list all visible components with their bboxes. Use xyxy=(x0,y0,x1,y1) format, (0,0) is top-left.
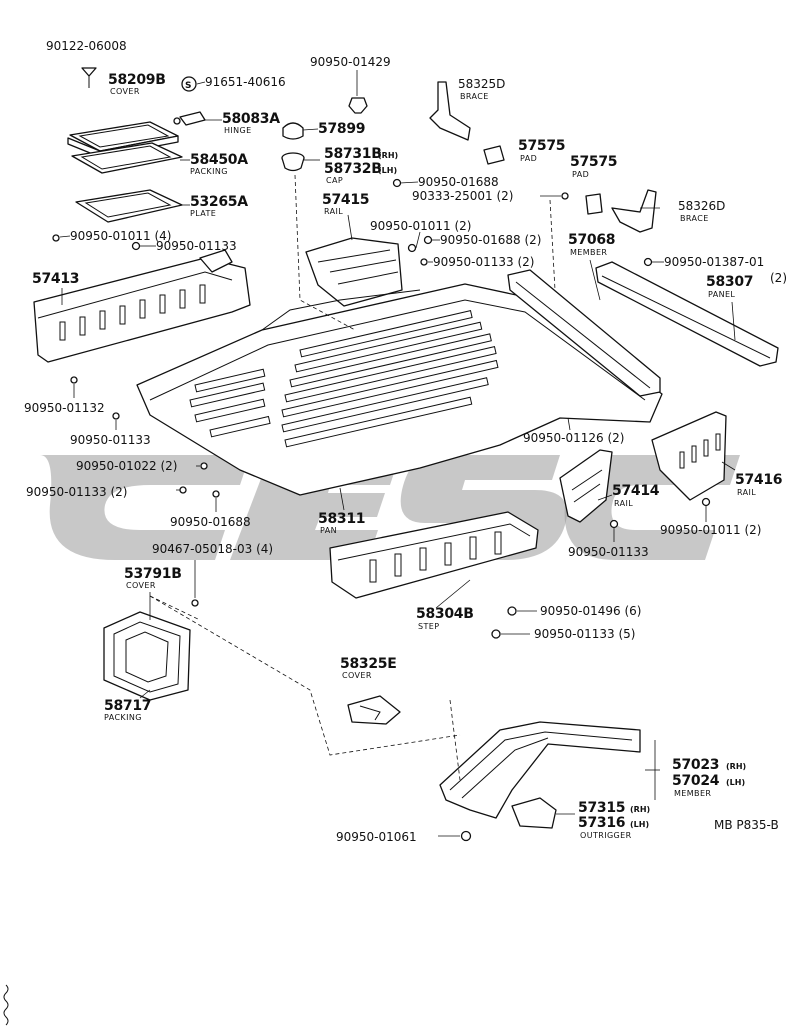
svg-text:S: S xyxy=(185,81,191,91)
label-57899: 57899 xyxy=(318,121,365,137)
label-57068: 57068 xyxy=(568,232,615,248)
label-57316: 57316 xyxy=(578,815,625,831)
label-58083A: 58083A xyxy=(222,111,280,127)
desc-58732B: CAP xyxy=(326,176,343,185)
suffix-58732B: (LH) xyxy=(378,166,397,175)
label-90950-01688-b: 90950-01688 xyxy=(170,515,251,529)
desc-57575-lower: PAD xyxy=(572,170,589,179)
label-58450A: 58450A xyxy=(190,152,248,168)
label-90950-01011-2b: 90950-01011 (2) xyxy=(660,523,762,537)
label-53791B: 53791B xyxy=(124,566,182,582)
desc-58083A: HINGE xyxy=(224,126,252,135)
label-57416: 57416 xyxy=(735,472,782,488)
desc-58311: PAN xyxy=(320,526,337,535)
desc-57416: RAIL xyxy=(737,488,756,497)
label-90950-01011-2: 90950-01011 (2) xyxy=(370,219,472,233)
label-57413: 57413 xyxy=(32,271,79,287)
label-57414: 57414 xyxy=(612,483,660,499)
label-90950-01133-a: 90950-01133 xyxy=(156,239,237,253)
label-90950-01133-2a: 90950-01133 (2) xyxy=(433,255,535,269)
suffix-57024: (LH) xyxy=(726,778,745,787)
desc-57024: MEMBER xyxy=(674,789,711,798)
label-58731B: 58731B xyxy=(324,146,382,162)
label-57024: 57024 xyxy=(672,773,720,789)
label-53265A: 53265A xyxy=(190,194,248,210)
desc-57415: RAIL xyxy=(324,207,343,216)
label-90950-01429: 90950-01429 xyxy=(310,55,391,69)
label-90950-01688-top: 90950-01688 xyxy=(418,175,499,189)
desc-58717: PACKING xyxy=(104,713,142,722)
label-58209B: 58209B xyxy=(108,72,166,88)
label-90950-01011-4: 90950-01011 (4) xyxy=(70,229,172,243)
label-57575-lower: 57575 xyxy=(570,154,617,170)
suffix-58731B: (RH) xyxy=(378,151,398,160)
suffix-57315: (RH) xyxy=(630,805,650,814)
label-90467-05018-03: 90467-05018-03 (4) xyxy=(152,542,273,556)
label-90950-01688-2: 90950-01688 (2) xyxy=(440,233,542,247)
desc-58326D: BRACE xyxy=(680,214,709,223)
label-90950-01133-2b: 90950-01133 (2) xyxy=(26,485,128,499)
label-57023: 57023 xyxy=(672,757,719,773)
label-58717: 58717 xyxy=(104,698,151,714)
label-58732B: 58732B xyxy=(324,161,382,177)
label-90333-25001: 90333-25001 (2) xyxy=(412,189,514,203)
desc-57575-upper: PAD xyxy=(520,154,537,163)
label-90950-01133-5: 90950-01133 (5) xyxy=(534,627,636,641)
label-58325D: 58325D xyxy=(458,77,505,91)
label-91651-40616: 91651-40616 xyxy=(205,75,286,89)
edge-mark xyxy=(3,984,9,1026)
leader-lines xyxy=(59,70,736,837)
suffix-57316: (LH) xyxy=(630,820,649,829)
suffix-57023: (RH) xyxy=(726,762,746,771)
label-90122-06008: 90122-06008 xyxy=(46,39,127,53)
desc-58450A: PACKING xyxy=(190,167,228,176)
desc-53265A: PLATE xyxy=(190,209,216,218)
label-58307: 58307 xyxy=(706,274,753,290)
label-90950-01133-b: 90950-01133 xyxy=(70,433,151,447)
desc-58325D: BRACE xyxy=(460,92,489,101)
label-90950-01126: 90950-01126 (2) xyxy=(523,431,625,445)
part-labels: 90122-06008 58209B COVER 91651-40616 909… xyxy=(24,39,787,844)
label-58325E: 58325E xyxy=(340,656,396,672)
label-90950-01133-c: 90950-01133 xyxy=(568,545,649,559)
label-58304B: 58304B xyxy=(416,606,474,622)
desc-58209B: COVER xyxy=(110,87,140,96)
label-58311: 58311 xyxy=(318,511,365,527)
label-90950-01132: 90950-01132 xyxy=(24,401,105,415)
label-58326D: 58326D xyxy=(678,199,725,213)
desc-58325E: COVER xyxy=(342,671,372,680)
diagram-ref-code: MB P835-B xyxy=(714,818,779,832)
label-90950-01387-01: 90950-01387-01 xyxy=(664,255,764,269)
label-57415: 57415 xyxy=(322,192,369,208)
desc-57316: OUTRIGGER xyxy=(580,831,632,840)
label-90950-01061: 90950-01061 xyxy=(336,830,417,844)
part-drawings: S xyxy=(33,67,779,842)
desc-57068: MEMBER xyxy=(570,248,607,257)
label-57315: 57315 xyxy=(578,800,625,816)
qty-90950-01387-01: (2) xyxy=(770,271,787,285)
label-90950-01496: 90950-01496 (6) xyxy=(540,604,642,618)
label-90950-01022: 90950-01022 (2) xyxy=(76,459,178,473)
desc-58307: PANEL xyxy=(708,290,735,299)
desc-53791B: COVER xyxy=(126,581,156,590)
desc-58304B: STEP xyxy=(418,622,439,631)
desc-57414: RAIL xyxy=(614,499,633,508)
label-57575-upper: 57575 xyxy=(518,138,565,154)
